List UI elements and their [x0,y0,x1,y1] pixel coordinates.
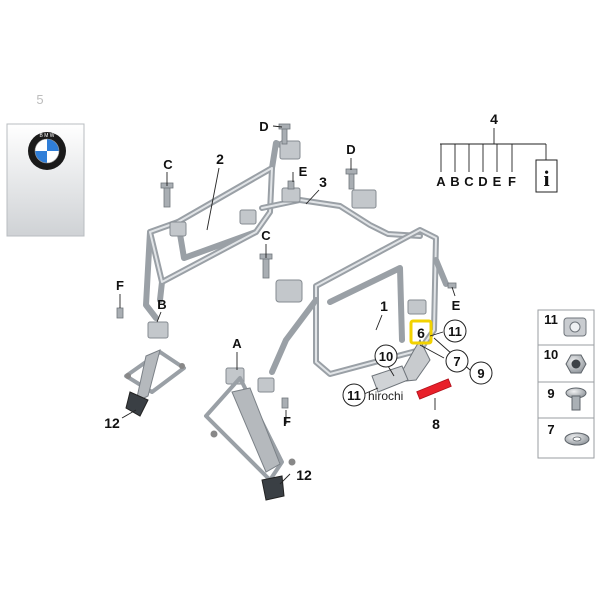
legend-row-7: 7 [547,422,590,446]
callout-6: 6 [417,325,425,341]
hex-nut-icon [565,354,587,374]
screw-icon [565,387,587,411]
bolt-f2 [281,397,289,409]
callout-11b-ring: 11 [342,383,366,407]
bolt-c1 [160,182,174,208]
callout-10-ring: 10 [374,344,398,368]
label-d1: D [259,119,268,134]
legend-number-7: 7 [547,422,554,437]
callout-11b: 11 [347,388,361,403]
letter-labels: C D E D C F B A E F [116,119,461,429]
bolt-d2 [345,168,358,190]
bolt-e1 [287,180,295,190]
label-f1: F [116,278,124,293]
set-tree-number: 4 [490,111,498,127]
callout-2: 2 [216,151,224,167]
clip-nut-icon [563,317,587,337]
callout-7-ring: 7 [445,349,469,373]
set-branch-b: B [450,174,459,189]
label-e2: E [452,298,461,313]
callout-3: 3 [319,174,327,190]
label-e1: E [299,164,308,179]
set-branch-e: E [493,174,502,189]
legend-row-9: 9 [547,386,587,411]
callout-9-ring: 9 [469,361,493,385]
mount-plate-10 [371,365,409,393]
callout-9: 9 [477,366,484,381]
package-number: 5 [36,92,43,107]
legend: 11 10 9 7 [537,309,595,459]
bolt-f1 [116,307,124,319]
legend-number-9: 9 [547,386,554,401]
bmw-logo-icon: B M W [28,132,66,170]
callout-1: 1 [380,298,388,314]
callout-7: 7 [453,354,460,369]
highlight-red-part-8 [416,378,452,400]
legend-row-10: 10 [544,347,587,374]
callouts: 2 3 1 8 12 12 6 11 7 9 10 11 hirochi [104,151,493,483]
callout-8: 8 [432,416,440,432]
legend-number-11: 11 [544,312,558,327]
right-frame [269,227,449,377]
package-group: 5 B M W [6,92,85,237]
label-a: A [232,336,242,351]
set-tree: 4 A B C D E F i [436,111,558,193]
set-branch-d: D [478,174,487,189]
info-icon-glyph: i [543,166,549,191]
callout-12b: 12 [296,467,312,483]
info-icon[interactable]: i [535,159,558,193]
bracket-b [124,321,186,417]
legend-number-10: 10 [544,347,558,362]
set-branch-f: F [508,174,516,189]
label-f2: F [283,414,291,429]
label-d2: D [346,142,355,157]
washer-icon [564,432,590,446]
callout-11a-ring: 11 [443,319,467,343]
callout-11a: 11 [448,324,462,339]
label-b: B [157,297,166,312]
label-c1: C [163,157,173,172]
bracket-a [204,367,296,501]
cross-bar [259,187,423,239]
set-branch-c: C [464,174,474,189]
label-c2: C [261,228,271,243]
callout-12a: 12 [104,415,120,431]
watermark-text: hirochi [368,389,403,403]
mount-hardware [371,319,452,400]
left-frame [143,140,301,321]
bmw-logo-letters: B M W [40,133,55,139]
highlight-yellow-part-6 [409,319,433,345]
set-branch-a: A [436,174,446,189]
callout-10: 10 [379,349,393,364]
legend-row-11: 11 [544,312,587,337]
